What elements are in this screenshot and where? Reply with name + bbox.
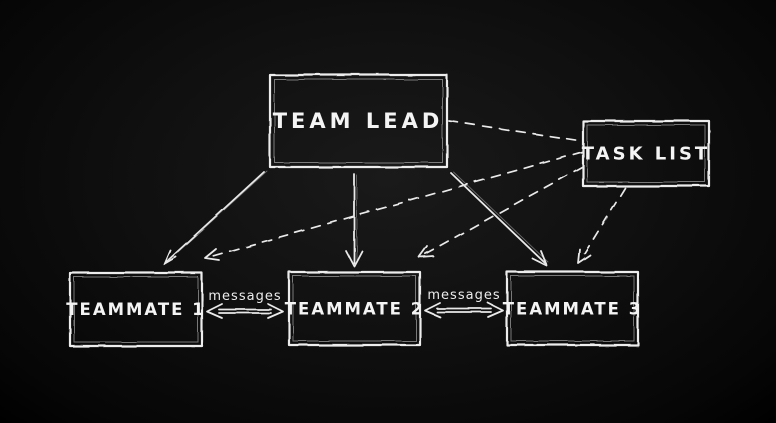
edge-teammate-2-teammate-3 bbox=[424, 302, 504, 318]
arrowhead bbox=[577, 248, 591, 264]
edge-teammate-1-teammate-2 bbox=[206, 303, 284, 319]
arrowhead bbox=[163, 249, 177, 265]
messages-label-2: messages bbox=[427, 288, 500, 303]
arrowhead bbox=[532, 250, 548, 267]
node-teammate-1-box bbox=[68, 271, 204, 348]
messages-label-1: messages bbox=[208, 289, 281, 304]
arrowhead bbox=[418, 245, 434, 258]
edge-task-list-to-teammate-2 bbox=[418, 166, 583, 258]
arrowhead-right bbox=[267, 303, 284, 319]
arrowhead-right bbox=[487, 302, 504, 318]
edge-task-list-to-teammate-1 bbox=[204, 151, 583, 261]
node-teammate-2-box bbox=[287, 270, 422, 347]
edge-team-lead-to-teammate-3 bbox=[450, 171, 549, 267]
team-lead-label: TEAM LEAD bbox=[273, 109, 444, 133]
edge-team-lead-to-task-list bbox=[448, 120, 583, 142]
arrowhead-left bbox=[424, 302, 441, 318]
node-task-list-box bbox=[581, 119, 711, 188]
arrowhead-left bbox=[206, 303, 223, 319]
teammate-2-label: TEAMMATE 2 bbox=[285, 300, 424, 319]
teammate-3-label: TEAMMATE 3 bbox=[503, 300, 642, 319]
edge-team-lead-to-teammate-1 bbox=[163, 170, 268, 265]
arrowhead bbox=[345, 250, 363, 267]
edge-team-lead-to-teammate-2 bbox=[345, 173, 363, 267]
edge-task-list-to-teammate-3 bbox=[577, 187, 626, 264]
node-teammate-3-box bbox=[505, 270, 640, 347]
task-list-label: TASK LIST bbox=[582, 144, 710, 165]
node-team-lead-box bbox=[268, 73, 449, 169]
teammate-1-label: TEAMMATE 1 bbox=[66, 300, 205, 319]
arrowhead bbox=[204, 248, 220, 261]
